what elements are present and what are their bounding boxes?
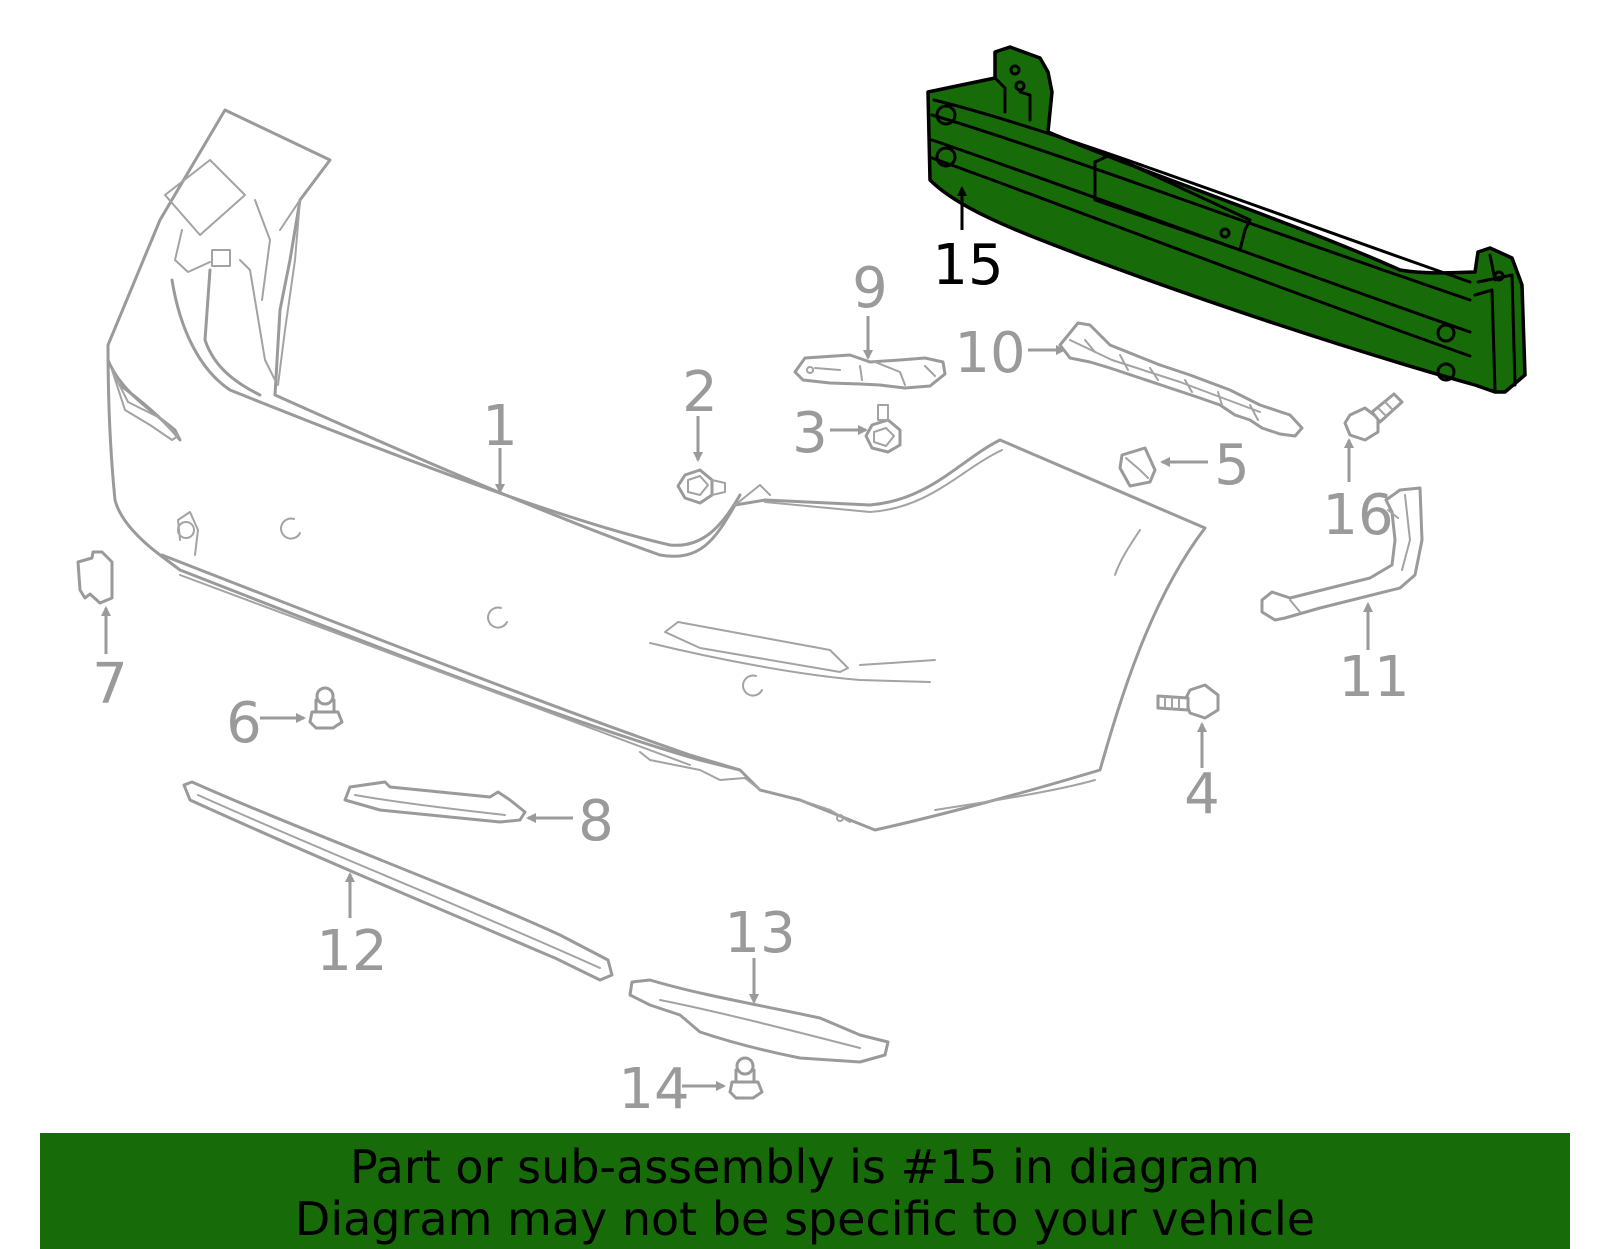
part-14-push-clip[interactable] <box>728 1056 764 1100</box>
banner-line-disclaimer: Diagram may not be specific to your vehi… <box>294 1192 1316 1246</box>
part-5-clip[interactable] <box>1118 446 1157 488</box>
callout-9: 9 <box>852 256 888 321</box>
callout-5: 5 <box>1214 433 1250 498</box>
banner-line-part-number: Part or sub-assembly is #15 in diagram <box>350 1140 1260 1194</box>
part-15-bumper-reinforcement[interactable] <box>926 45 1527 394</box>
part-1-bumper-cover[interactable] <box>106 108 1207 832</box>
callout-1: 1 <box>482 394 518 459</box>
callout-10: 10 <box>954 321 1025 386</box>
callout-13: 13 <box>724 901 795 966</box>
info-banner: Part or sub-assembly is #15 in diagram D… <box>40 1133 1570 1249</box>
callout-11: 11 <box>1338 645 1409 710</box>
part-13-garnish[interactable] <box>628 978 890 1064</box>
part-16-bolt[interactable] <box>1343 392 1404 442</box>
callout-3: 3 <box>792 401 828 466</box>
callout-12: 12 <box>316 919 387 984</box>
callout-2: 2 <box>682 360 718 425</box>
part-8-reflector[interactable] <box>343 780 527 824</box>
part-9-bracket[interactable] <box>793 353 947 390</box>
callout-8: 8 <box>578 789 614 854</box>
callout-7: 7 <box>92 652 128 717</box>
callout-15: 15 <box>932 233 1003 298</box>
part-11-bracket[interactable] <box>1260 486 1424 622</box>
callout-4: 4 <box>1184 762 1220 827</box>
callout-14: 14 <box>618 1057 689 1122</box>
part-4-bolt[interactable] <box>1156 683 1220 720</box>
part-2-flange-nut[interactable] <box>676 468 726 505</box>
part-10-bracket[interactable] <box>1058 321 1304 438</box>
part-3-nut[interactable] <box>864 404 902 454</box>
part-6-push-clip[interactable] <box>308 686 344 730</box>
callout-6: 6 <box>226 691 262 756</box>
callout-labels: 1 2 3 4 5 6 7 8 9 10 11 12 13 14 15 16 <box>92 233 1409 1122</box>
leader-lines <box>101 186 1373 1091</box>
callout-16: 16 <box>1322 483 1393 548</box>
part-7-bracket[interactable] <box>76 550 114 605</box>
part-12-molding[interactable] <box>182 780 614 982</box>
